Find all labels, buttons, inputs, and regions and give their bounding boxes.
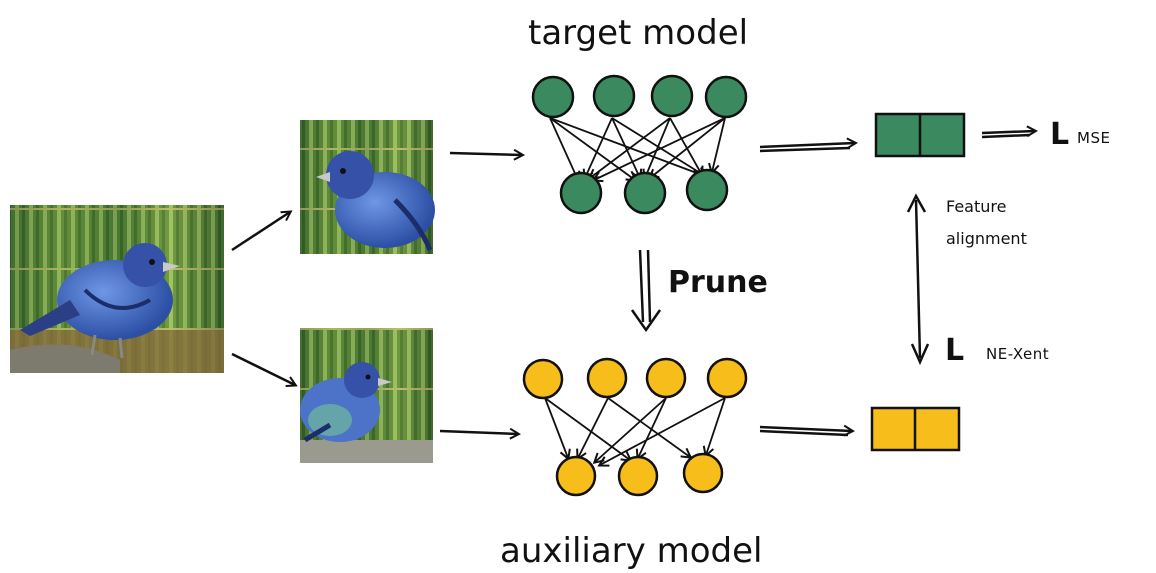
bird-icon <box>20 243 180 359</box>
target-input-node <box>531 75 575 119</box>
arrow-target-to-feature <box>759 143 855 153</box>
arrow-aux-to-feature <box>759 427 852 435</box>
target-input-node <box>592 74 636 118</box>
target-input-node <box>704 75 748 119</box>
aux-output-node <box>617 455 659 497</box>
prune-label: Prune <box>668 265 768 300</box>
target-feature-vector <box>874 112 966 158</box>
target-input-node <box>650 74 694 118</box>
auxiliary-model-network <box>522 357 748 497</box>
target-model-title: target model <box>528 13 748 53</box>
arrow-to-mse <box>981 131 1035 139</box>
target-output-node <box>623 171 667 215</box>
aux-input-node <box>645 357 687 399</box>
target-output-node <box>559 171 603 215</box>
aux-output-node <box>682 452 724 494</box>
augmented-image-top <box>300 120 435 254</box>
feature-alignment-arrow <box>906 193 930 366</box>
augmented-image-bottom <box>300 328 433 463</box>
aux-input-node <box>706 357 748 399</box>
bird-icon <box>316 151 435 251</box>
loss-mse-symbol: L <box>1050 117 1069 152</box>
arrows-input-to-views <box>231 153 522 434</box>
prune-arrow <box>630 249 662 333</box>
loss-mse-subscript: MSE <box>1077 129 1110 147</box>
input-image <box>10 205 224 373</box>
aux-output-node <box>555 455 597 497</box>
loss-nexent-subscript: NE-Xent <box>986 345 1049 363</box>
feature-alignment-label-line1: Feature <box>946 197 1006 216</box>
auxiliary-model-title: auxiliary model <box>500 531 762 571</box>
target-model-network <box>531 74 748 215</box>
auxiliary-feature-vector <box>870 406 961 452</box>
aux-input-node <box>586 357 628 399</box>
feature-alignment-label-line2: alignment <box>946 229 1027 248</box>
bird-icon <box>300 362 392 443</box>
loss-nexent-symbol: L <box>945 333 964 368</box>
target-output-node <box>685 168 729 212</box>
aux-input-node <box>522 358 564 400</box>
